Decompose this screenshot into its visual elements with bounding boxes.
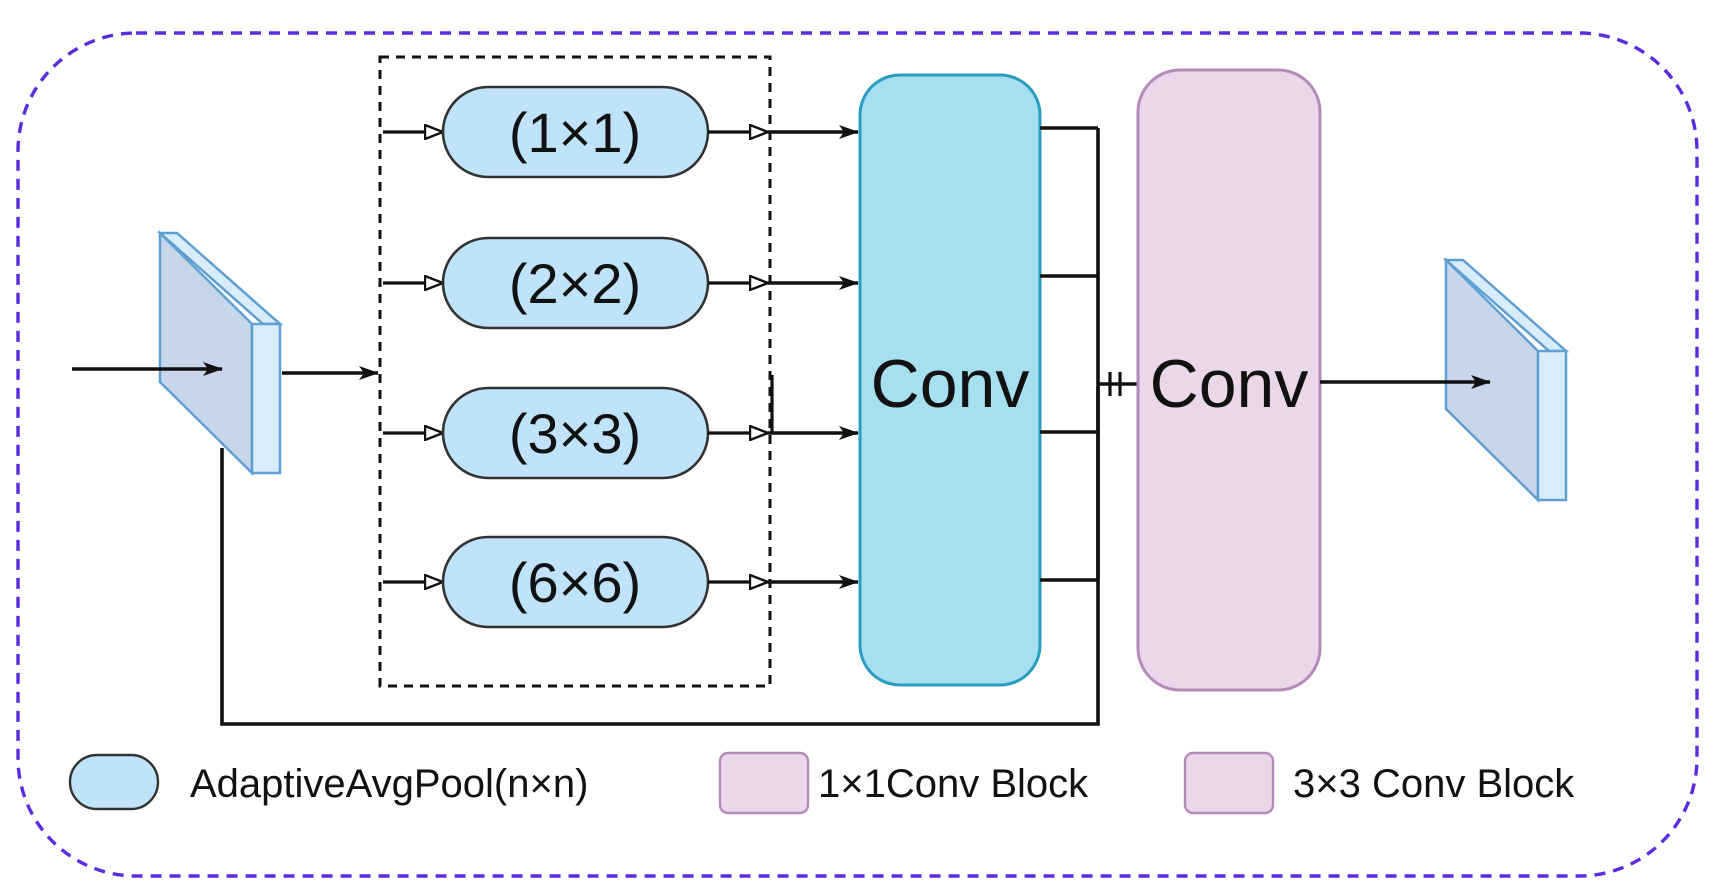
legend: AdaptiveAvgPool(n×n) 1×1Conv Block 3×3 C… [68,751,1575,815]
pool-row-4: (6×6) [383,535,768,629]
input-tensor-side [250,322,282,475]
legend-conv1-swatch [718,751,810,815]
legend-conv3-swatch [1183,751,1275,815]
pool-block-label: (6×6) [509,551,641,614]
conv-3x3-block [1136,68,1322,692]
legend-conv1-label: 1×1Conv Block [818,762,1089,806]
conv-3x3-label: Conv [1150,346,1309,422]
conv-1x1-label: Conv [871,346,1030,422]
pool-row-1: (1×1) [383,85,768,179]
pool-row-2: (2×2) [383,236,768,330]
conv-1x1-block [858,73,1042,687]
outer-frame [16,31,1699,878]
legend-pool-label: AdaptiveAvgPool(n×n) [190,762,588,806]
input-feature-map-icon [156,230,284,476]
pool-block-label: (3×3) [509,402,641,465]
pooling-group-box [378,55,772,688]
output-tensor-side [1536,349,1568,502]
legend-conv3-label: 3×3 Conv Block [1293,762,1575,806]
pool-row-3: (3×3) [383,386,768,480]
legend-pool-swatch [68,753,160,811]
pool-block-label: (2×2) [509,252,641,315]
pool-block-label: (1×1) [509,101,641,164]
output-feature-map-icon [1442,257,1570,503]
